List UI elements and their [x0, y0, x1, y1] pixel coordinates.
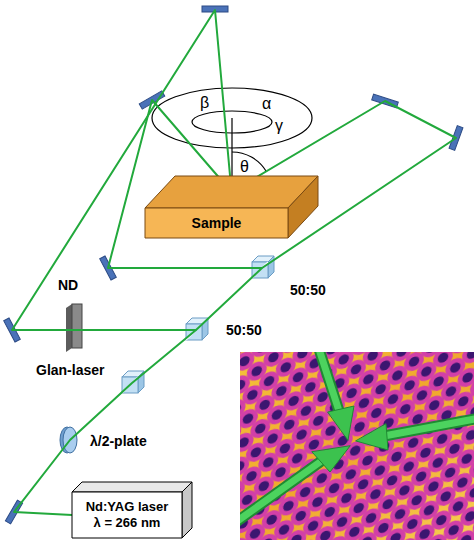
- angle-label: θ: [240, 158, 249, 176]
- laser-label: λ = 266 nm: [94, 515, 161, 531]
- inset-lattice: [240, 352, 474, 540]
- inset-arrow-shaft: [384, 418, 474, 436]
- inset-arrow-shaft: [240, 462, 320, 522]
- front-face: [72, 492, 182, 538]
- inset-beam-arrows: [240, 352, 474, 522]
- nd-filter-side: [66, 304, 72, 352]
- top-face: [72, 482, 192, 492]
- inset-arrow-shaft: [318, 352, 340, 414]
- angle-label: α: [262, 95, 271, 113]
- laser-beam: [12, 10, 456, 515]
- afm-inset-image: [240, 352, 474, 540]
- inset-arrow-head: [356, 424, 388, 450]
- component-label: 50:50: [226, 322, 262, 338]
- nd-filter-face: [72, 304, 82, 348]
- component-label: Glan-laser: [36, 362, 104, 378]
- angle-annotation: [152, 88, 312, 190]
- inset-arrow-head: [312, 446, 350, 472]
- sample-slab: Sample: [145, 176, 318, 238]
- inset-arrow-head: [328, 406, 354, 440]
- laser-label: Nd:YAG laser: [86, 499, 169, 515]
- inset-arrow-shaft: [240, 462, 320, 522]
- front-face: [145, 208, 288, 238]
- component-label: ND: [58, 277, 78, 293]
- inset-arrow-shaft: [384, 418, 474, 436]
- beam-path: [12, 10, 232, 515]
- sample-label: Sample: [192, 215, 242, 232]
- angle-label: γ: [275, 117, 283, 135]
- nd-filter: [66, 304, 82, 352]
- side-face: [182, 482, 192, 538]
- inset-background: [240, 352, 474, 540]
- laser-box: Nd:YAG laserλ = 266 nm: [72, 482, 192, 538]
- node-text-group: Nd:YAG laserλ = 266 nm: [72, 492, 182, 538]
- angle-label: β: [200, 94, 209, 112]
- component-label: λ/2-plate: [90, 433, 147, 449]
- component-label: 50:50: [290, 282, 326, 298]
- side-face: [288, 176, 318, 238]
- inset-arrow-shaft: [318, 352, 340, 414]
- node-text-group: Sample: [145, 208, 288, 238]
- theta-arc: [232, 152, 266, 171]
- cube-side: [268, 256, 274, 278]
